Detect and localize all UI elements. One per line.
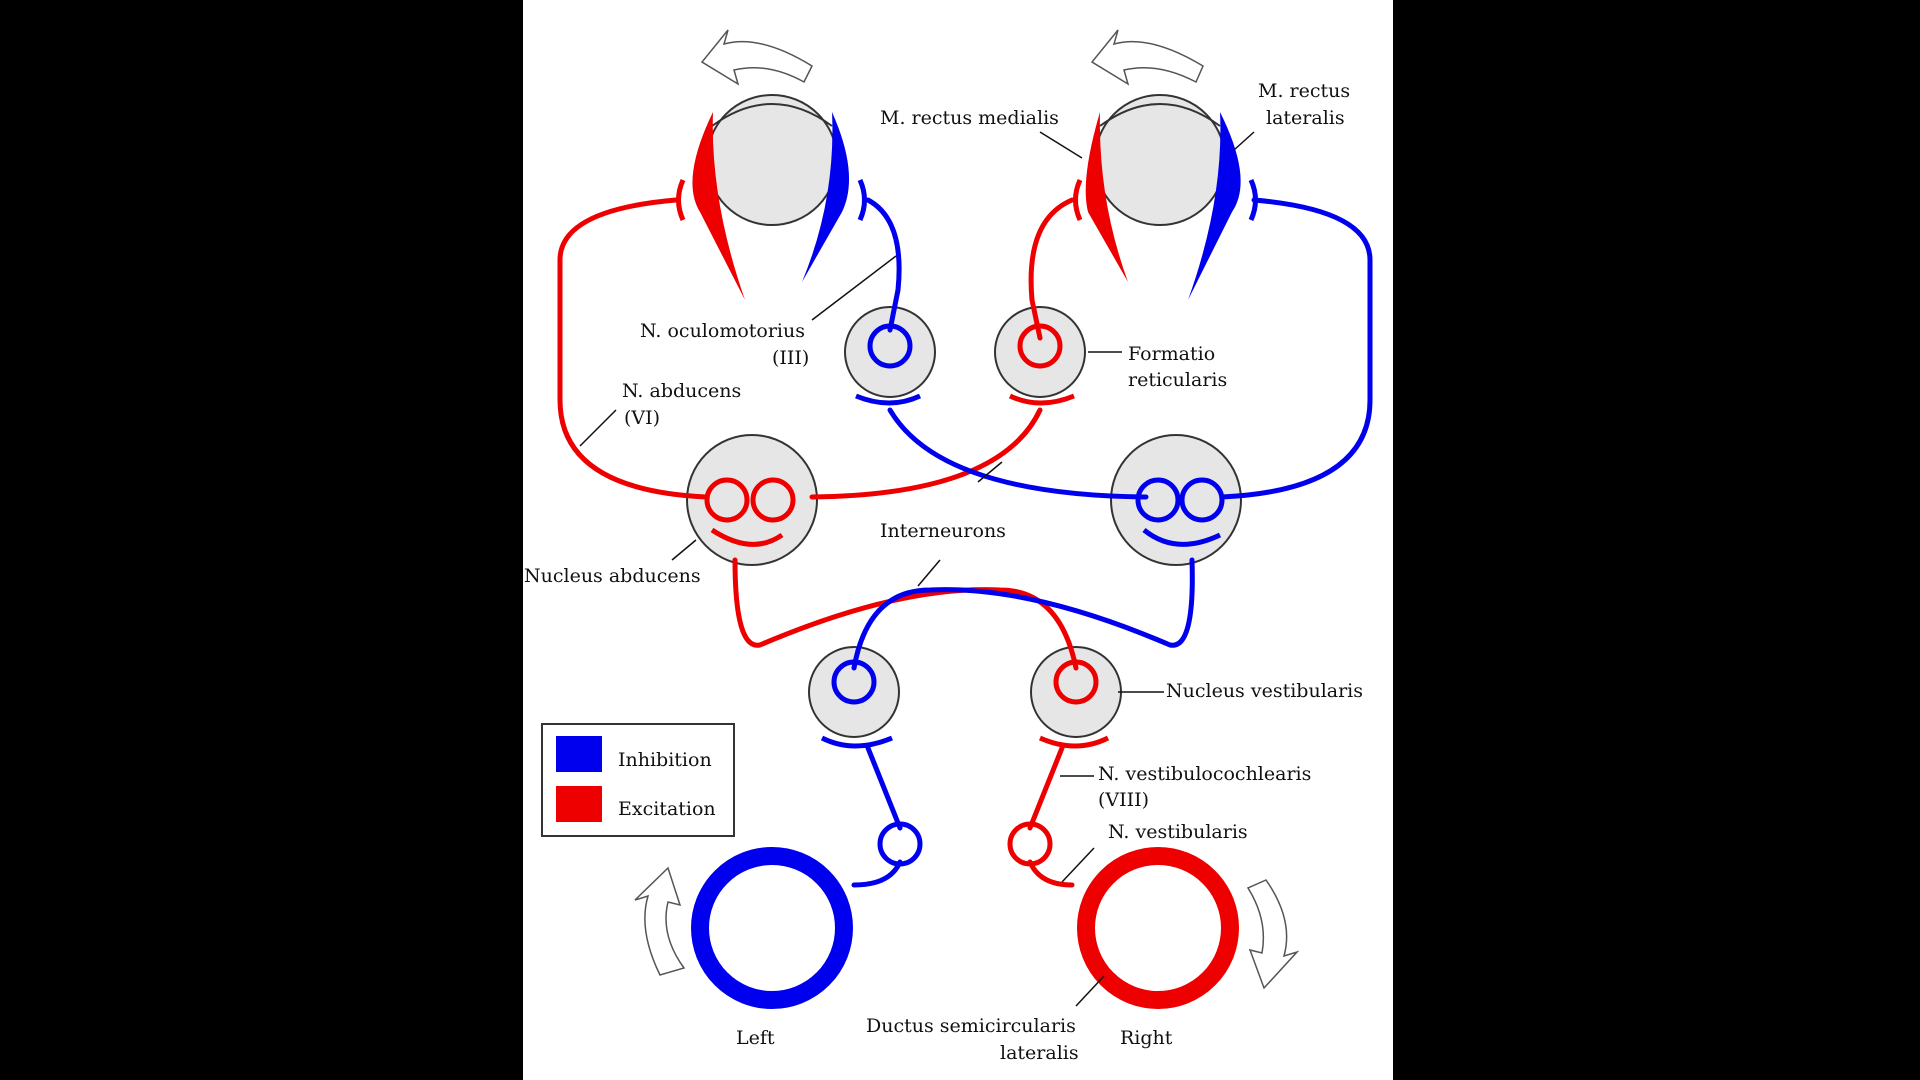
synapse-bracket: [1073, 178, 1083, 222]
label-n-abducens-2: (VI): [624, 407, 660, 429]
oculomotor-neuron: [867, 323, 913, 369]
label-m-rectus-lateralis-2: lateralis: [1266, 107, 1345, 129]
label-left: Left: [736, 1027, 775, 1049]
left-lateral-rectus-muscle: [692, 112, 745, 300]
label-nucleus-vestibularis: Nucleus vestibularis: [1166, 680, 1363, 702]
label-n-vestibulocochlearis-2: (VIII): [1098, 789, 1149, 811]
interneuron: [1179, 477, 1225, 523]
vestibular-neuron: [831, 659, 877, 705]
label-ductus-semicircularis-2: lateralis: [1000, 1042, 1079, 1064]
label-right: Right: [1120, 1027, 1173, 1049]
label-m-rectus-medialis: M. rectus medialis: [880, 107, 1059, 129]
curved-arrow-icon: [1246, 879, 1300, 990]
synapse-bracket: [857, 178, 867, 222]
legend-label-excitation: Excitation: [618, 798, 716, 820]
synapse-bracket: [1038, 735, 1110, 749]
left-semicircular-duct: [691, 847, 853, 1009]
label-n-vestibulocochlearis: N. vestibulocochlearis: [1098, 763, 1311, 785]
left-medial-rectus-muscle: [802, 112, 850, 282]
synapse-bracket: [1142, 528, 1222, 547]
right-eyeball: [1094, 94, 1226, 226]
oculomotor-nucleus: [844, 306, 936, 398]
vestibular-neuron: [1053, 659, 1099, 705]
legend-label-inhibition: Inhibition: [618, 749, 712, 771]
formatio-reticularis-nucleus: [994, 306, 1086, 398]
label-formatio-reticularis-2: reticularis: [1128, 369, 1227, 391]
right-semicircular-duct: [1077, 847, 1239, 1009]
label-n-oculomotorius: N. oculomotorius: [640, 320, 805, 342]
curved-arrow-icon: [634, 866, 686, 976]
label-nucleus-abducens: Nucleus abducens: [524, 565, 701, 587]
abducens-neuron: [1135, 477, 1181, 523]
leader-lines: [579, 131, 1255, 1007]
legend-swatch-excitation: [556, 786, 602, 822]
right-medial-rectus-muscle: [1085, 112, 1128, 282]
synapse-bracket: [820, 735, 893, 749]
left-vestibular-nucleus: [808, 646, 900, 738]
curved-arrow-icon: [1090, 29, 1204, 86]
vestibular-ganglion: [1007, 821, 1053, 867]
label-ductus-semicircularis: Ductus semicircularis: [866, 1015, 1076, 1037]
synapse-bracket: [855, 393, 922, 406]
legend-swatch-inhibition: [556, 736, 602, 772]
right-lateral-rectus-muscle: [1188, 112, 1241, 300]
label-formatio-reticularis: Formatio: [1128, 343, 1215, 365]
label-interneurons: Interneurons: [880, 520, 1006, 542]
left-eyeball-lid: [711, 103, 833, 127]
interneuron: [750, 477, 796, 523]
legend: Inhibition Excitation: [541, 723, 735, 837]
label-n-vestibularis: N. vestibularis: [1108, 821, 1248, 843]
synapse-bracket: [1008, 393, 1075, 406]
abducens-neuron: [704, 477, 750, 523]
synapse-bracket: [710, 527, 784, 547]
label-n-abducens: N. abducens: [622, 380, 741, 402]
curved-arrow-icon: [700, 29, 813, 86]
formatio-neuron: [1017, 323, 1063, 369]
label-m-rectus-lateralis: M. rectus: [1258, 80, 1350, 102]
vestibular-ganglion: [877, 821, 923, 867]
label-n-oculomotorius-2: (III): [772, 347, 809, 369]
right-eyeball-lid: [1099, 103, 1221, 127]
left-eyeball: [706, 94, 838, 226]
